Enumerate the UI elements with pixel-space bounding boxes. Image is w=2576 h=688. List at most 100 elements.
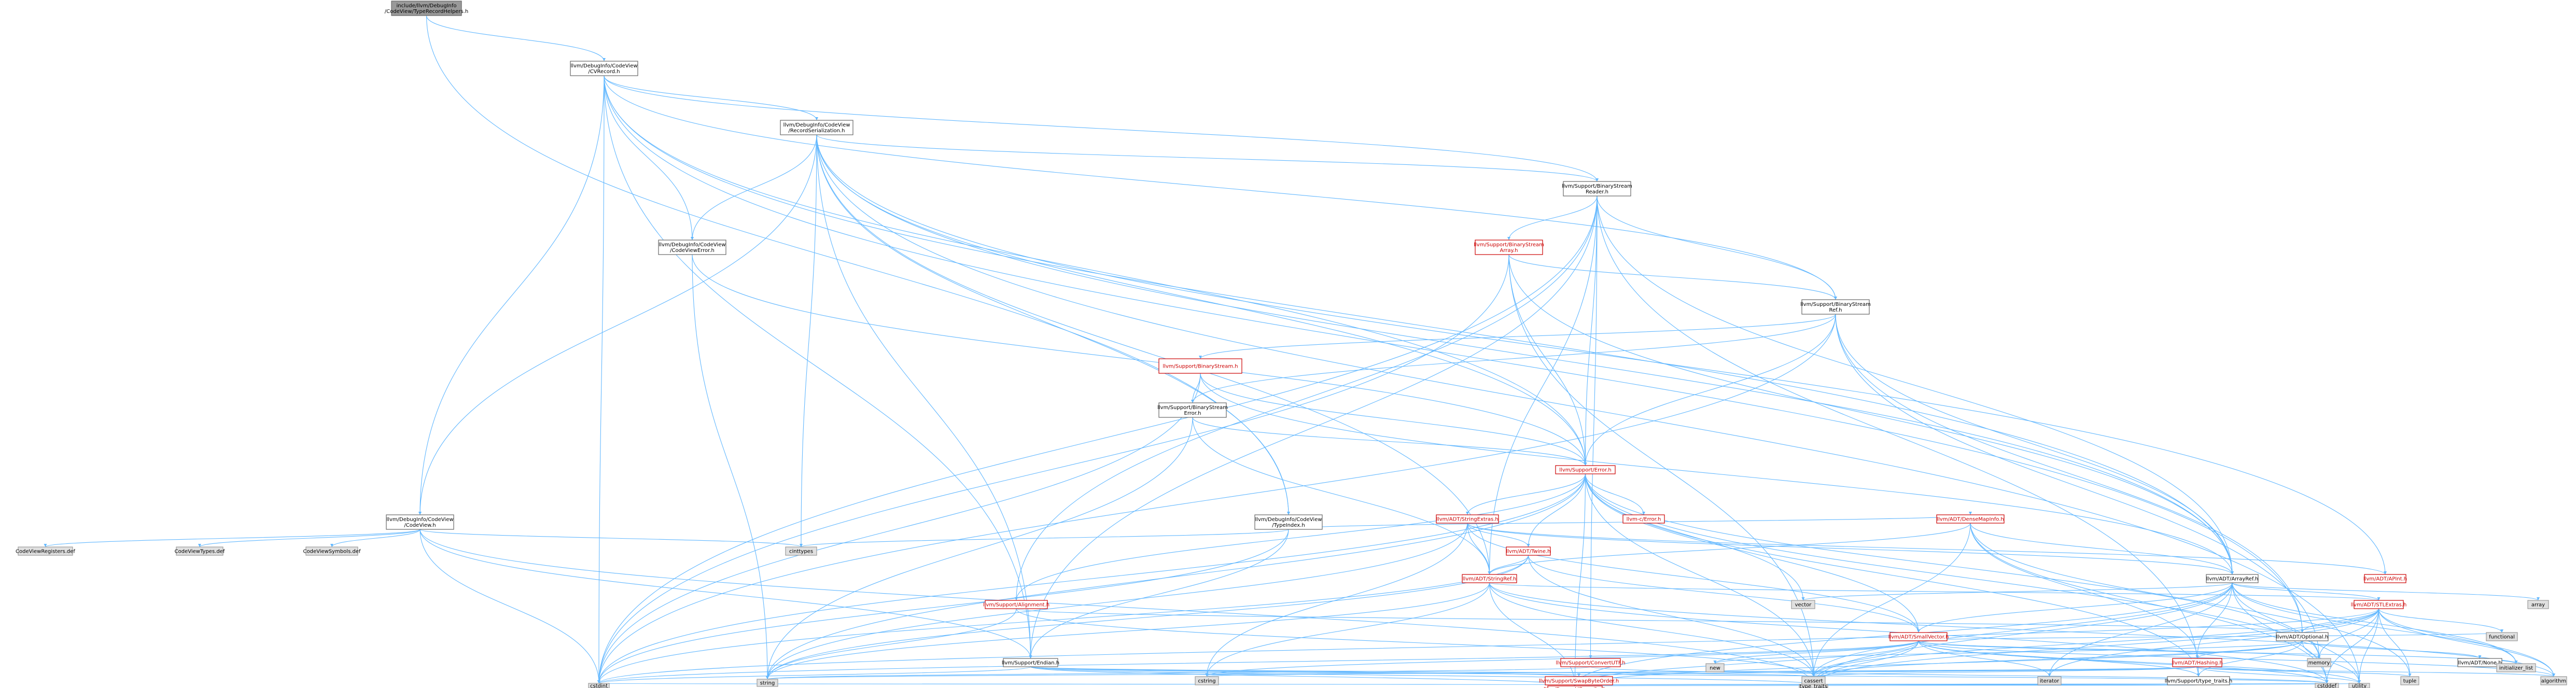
node-label-cerror-0: llvm-c/Error.h: [1627, 517, 1661, 523]
edge-smallvector-to-cassert: [1813, 640, 1919, 677]
edge-bsarray-to-cstdint: [598, 254, 1509, 684]
node-box-cvtypes: [176, 546, 223, 556]
node-label-cvtypes-0: CodeViewTypes.def: [175, 549, 225, 555]
node-root[interactable]: include/llvm/DebugInfo/CodeView/TypeReco…: [385, 1, 468, 16]
edge-hashing-to-tuple: [2196, 666, 2411, 677]
node-cverror[interactable]: llvm/DebugInfo/CodeView/CodeViewError.h: [658, 240, 726, 255]
edge-recser-to-cverror: [692, 134, 817, 241]
node-swapbyteorder[interactable]: llvm/Support/SwapByteOrder.h: [1539, 676, 1619, 685]
node-label-bserror-0: llvm/Support/BinaryStream: [1157, 405, 1228, 411]
arrowhead-bsarray-to-bsref: [1834, 297, 1837, 300]
node-box-endian: [1003, 658, 1058, 667]
edge-alignment-to-string: [767, 608, 1017, 680]
edge-recser-to-utility: [816, 134, 2360, 684]
edge-codeview-to-typetraits_std: [419, 529, 1814, 685]
node-box-error: [1555, 465, 1616, 474]
edge-bsreader-to-endian: [1030, 195, 1598, 659]
node-box-cvsymbols: [305, 546, 358, 556]
edge-densemapinfo-to-cstddef: [1970, 523, 2328, 684]
node-label-algorithm-0: algorithm: [2541, 679, 2566, 684]
edge-bsreader-to-stringref: [1489, 195, 1598, 575]
node-label-bsreader-1: Reader.h: [1586, 189, 1608, 195]
node-box-bstream: [1158, 358, 1242, 374]
node-box-arrayref: [2206, 574, 2259, 583]
arrowhead-stlextras-to-optional: [2301, 629, 2304, 633]
node-box-vector: [1791, 600, 1815, 609]
edge-smallvector-to-memory: [1918, 640, 2320, 659]
edge-bsreader-to-bsarray: [1508, 195, 1598, 241]
node-box-tuple: [2400, 676, 2419, 685]
node-label-bsref-1: Ref.h: [1829, 307, 1842, 313]
node-box-functional: [2486, 632, 2518, 641]
node-initlist: initializer_list: [2496, 663, 2536, 672]
node-compiler[interactable]: llvm/Support/Compiler.h: [1544, 685, 1606, 688]
edge-arrayref-to-initlist: [2232, 582, 2517, 664]
edge-bsref-to-cstdint: [598, 314, 1836, 684]
arrowhead-error-to-cerror: [1642, 512, 1645, 515]
edge-bstream-to-error: [1200, 373, 1586, 466]
edge-arrayref-to-vector: [1802, 582, 2233, 601]
node-adtnone[interactable]: llvm/ADT/None.h: [2457, 658, 2502, 667]
node-cerror[interactable]: llvm-c/Error.h: [1622, 514, 1665, 524]
edge-bsref-to-arrayref: [1835, 314, 2233, 575]
node-endian[interactable]: llvm/Support/Endian.h: [1002, 658, 1059, 667]
arrowhead-stringextras-to-apint: [2384, 571, 2387, 574]
edge-stlextras-to-functional: [2378, 608, 2502, 633]
edge-bsreader-to-cstdint: [598, 195, 1598, 684]
node-recser[interactable]: llvm/DebugInfo/CodeView/RecordSerializat…: [780, 120, 853, 135]
edge-bsref-to-memory: [1835, 314, 2320, 659]
arrowhead-typeindex-to-cinttypes: [800, 544, 803, 547]
node-label-typeindex-1: /TypeIndex.h: [1272, 523, 1305, 528]
node-stringextras[interactable]: llvm/ADT/StringExtras.h: [1436, 514, 1499, 524]
edge-arrayref-to-stlextras: [2232, 582, 2379, 601]
node-error[interactable]: llvm/Support/Error.h: [1555, 465, 1616, 474]
node-box-convertutf: [1560, 658, 1621, 667]
edge-hashing-to-cassert: [1813, 666, 2198, 677]
node-label-cassert-0: cassert: [1804, 679, 1823, 684]
node-box-algorithm: [2540, 676, 2567, 685]
node-label-bsarray-0: llvm/Support/BinaryStream: [1474, 242, 1544, 248]
edge-arrayref-to-array: [2232, 582, 2539, 601]
edge-bsarray-to-bsref: [1508, 254, 1836, 300]
edge-root-to-cvrecord: [426, 15, 605, 62]
edge-densemapinfo-to-cassert: [1813, 523, 1971, 677]
edge-bsref-to-error: [1585, 314, 1836, 466]
node-box-cinttypes: [785, 546, 817, 556]
node-typeindex[interactable]: llvm/DebugInfo/CodeView/TypeIndex.h: [1254, 514, 1323, 530]
node-hashing[interactable]: llvm/ADT/Hashing.h: [2172, 658, 2223, 667]
node-optional[interactable]: llvm/ADT/Optional.h: [2276, 632, 2329, 641]
node-typetraits[interactable]: llvm/Support/type_traits.h: [2165, 676, 2232, 685]
node-cvrecord[interactable]: llvm/DebugInfo/CodeView/CVRecord.h: [570, 61, 638, 76]
arrowhead-hashing-to-string: [766, 676, 769, 679]
node-box-typetraits: [2167, 676, 2230, 685]
node-alignment[interactable]: llvm/Support/Alignment.h: [983, 600, 1049, 609]
node-convertutf[interactable]: llvm/Support/ConvertUTF.h: [1556, 658, 1626, 667]
edge-densemapinfo-to-arrayref: [1970, 523, 2233, 575]
node-label-utility-0: utility: [2352, 683, 2367, 688]
node-box-string: [757, 679, 778, 687]
arrowhead-hashing-to-swapbyteorder: [1577, 673, 1580, 677]
node-smallvector[interactable]: llvm/ADT/SmallVector.h: [1888, 632, 1949, 641]
node-twine[interactable]: llvm/ADT/Twine.h: [1506, 546, 1551, 556]
node-label-recser-1: /RecordSerialization.h: [788, 128, 845, 134]
node-label-iterator-0: iterator: [2040, 679, 2060, 684]
arrowhead-smallvector-to-iterator: [2048, 673, 2051, 677]
arrowhead-hashing-to-cstring: [1205, 673, 1209, 677]
node-stlextras[interactable]: llvm/ADT/STLExtras.h: [2351, 600, 2407, 609]
edge-stringextras-to-apint: [1467, 523, 2386, 575]
node-arrayref[interactable]: llvm/ADT/ArrayRef.h: [2206, 574, 2259, 583]
node-cstring: cstring: [1195, 676, 1219, 685]
edge-hashing-to-utility: [2196, 666, 2360, 684]
node-stringref[interactable]: llvm/ADT/StringRef.h: [1462, 574, 1517, 583]
node-memory: memory: [2307, 658, 2331, 667]
node-densemapinfo[interactable]: llvm/ADT/DenseMapInfo.h: [1936, 514, 2005, 524]
node-apint[interactable]: llvm/ADT/APInt.h: [2363, 574, 2407, 583]
arrowhead-typeindex-to-densemapinfo: [1969, 512, 1972, 515]
node-codeview[interactable]: llvm/DebugInfo/CodeView/CodeView.h: [386, 514, 454, 530]
node-bstream[interactable]: llvm/Support/BinaryStream.h: [1158, 358, 1242, 374]
arrowhead-error-to-stringextras: [1466, 512, 1469, 515]
